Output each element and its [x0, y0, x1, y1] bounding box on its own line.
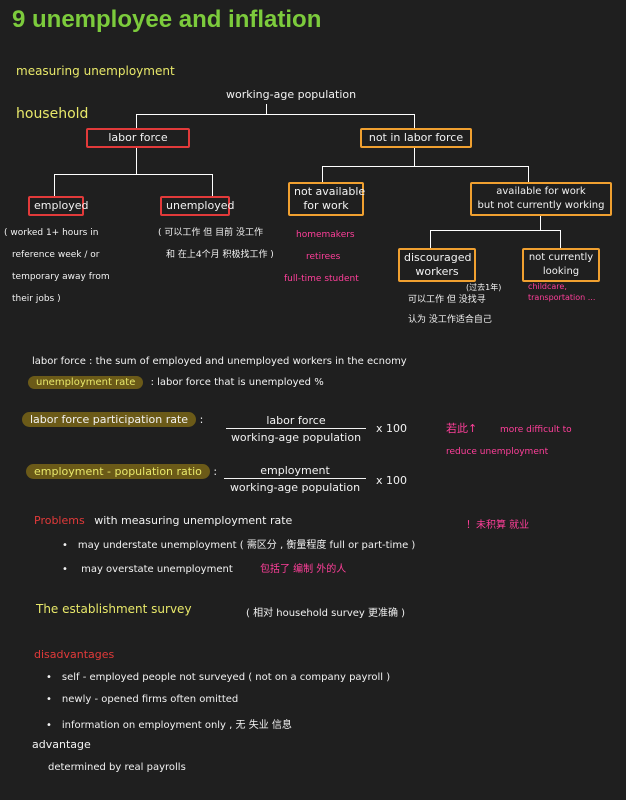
- heading-measuring: measuring unemployment: [16, 64, 175, 78]
- disadvantage-item: information on employment only , 无 失业 信息: [46, 716, 292, 731]
- discouraged-note-small: (过去1年): [466, 283, 502, 292]
- connector: [414, 114, 415, 128]
- heading-household: household: [16, 106, 89, 122]
- connector: [136, 114, 414, 115]
- epr-fraction: employment working-age population: [224, 464, 366, 494]
- connector: [414, 148, 415, 166]
- not-available-box: not available for work: [288, 182, 365, 216]
- lfpr-fraction: labor force working-age population: [226, 414, 366, 444]
- lfpr-note-1: more difficult to: [500, 425, 572, 435]
- disadvantages-title: disadvantages: [34, 648, 115, 661]
- disadvantage-item: self - employed people not surveyed ( no…: [46, 672, 390, 683]
- not-looking-note: childcare, transportation ...: [528, 282, 596, 302]
- connector: [430, 230, 431, 248]
- discouraged-box: discouraged workers: [398, 248, 476, 282]
- lfpr-note-2: reduce unemployment: [446, 447, 549, 457]
- discouraged-note: 可以工作 但 没找寻 认为 没工作适合自己: [408, 295, 492, 325]
- advantage-item: determined by real payrolls: [48, 762, 186, 773]
- establishment-title: The establishment survey: [36, 602, 192, 616]
- labor-force-box: labor force: [86, 128, 190, 148]
- connector: [212, 174, 213, 196]
- connector: [528, 166, 529, 182]
- problems-note: ！未积算 就业: [466, 520, 530, 531]
- connector: [322, 166, 528, 167]
- connector: [54, 174, 212, 175]
- unemployed-note: ( 可以工作 但 目前 没工作 和 在上4个月 积极找工作 ): [158, 228, 274, 260]
- lfpr-label: labor force participation rate: [22, 412, 197, 427]
- not-available-list: homemakers retirees full-time student: [284, 230, 359, 284]
- disadvantage-item: newly - opened firms often omitted: [46, 694, 238, 705]
- lfpr-label-row: labor force participation rate :: [22, 412, 203, 427]
- connector: [266, 104, 267, 114]
- unemployed-box: unemployed: [160, 196, 234, 216]
- lfpr-note-cn: 若此↑: [446, 422, 478, 435]
- connector: [560, 230, 561, 248]
- advantage-title: advantage: [32, 738, 91, 751]
- employed-note: ( worked 1+ hours in reference week / or…: [4, 228, 110, 304]
- connector: [540, 216, 541, 230]
- lfpr-times-100: x 100: [376, 422, 408, 435]
- employed-box: employed: [28, 196, 89, 216]
- not-looking-box: not currently looking: [522, 248, 600, 282]
- tree-root: working-age population: [226, 88, 357, 101]
- connector: [54, 174, 55, 196]
- connector: [136, 148, 137, 174]
- unemployment-rate-row: unemployment rate : labor force that is …: [28, 376, 324, 389]
- not-in-labor-force-box: not in labor force: [360, 128, 472, 148]
- problem-item-1: may understate unemployment ( 需区分 , 衡量程度…: [62, 536, 415, 551]
- connector: [430, 230, 560, 231]
- connector: [322, 166, 323, 182]
- problem-item-2: • may overstate unemployment 包括了 编制 外的人: [62, 564, 347, 575]
- labor-force-definition: labor force : the sum of employed and un…: [32, 356, 407, 367]
- epr-label: employment - population ratio: [26, 464, 210, 479]
- connector: [136, 114, 137, 128]
- epr-times-100: x 100: [376, 474, 408, 487]
- page-title: 9 unemployee and inflation: [12, 6, 322, 33]
- problems-heading: Problems with measuring unemployment rat…: [34, 514, 293, 527]
- establishment-note: ( 相对 household survey 更准确 ): [246, 608, 406, 619]
- unemployment-rate-label: unemployment rate: [28, 376, 144, 389]
- epr-label-row: employment - population ratio :: [26, 464, 217, 479]
- available-box: available for work but not currently wor…: [470, 182, 612, 216]
